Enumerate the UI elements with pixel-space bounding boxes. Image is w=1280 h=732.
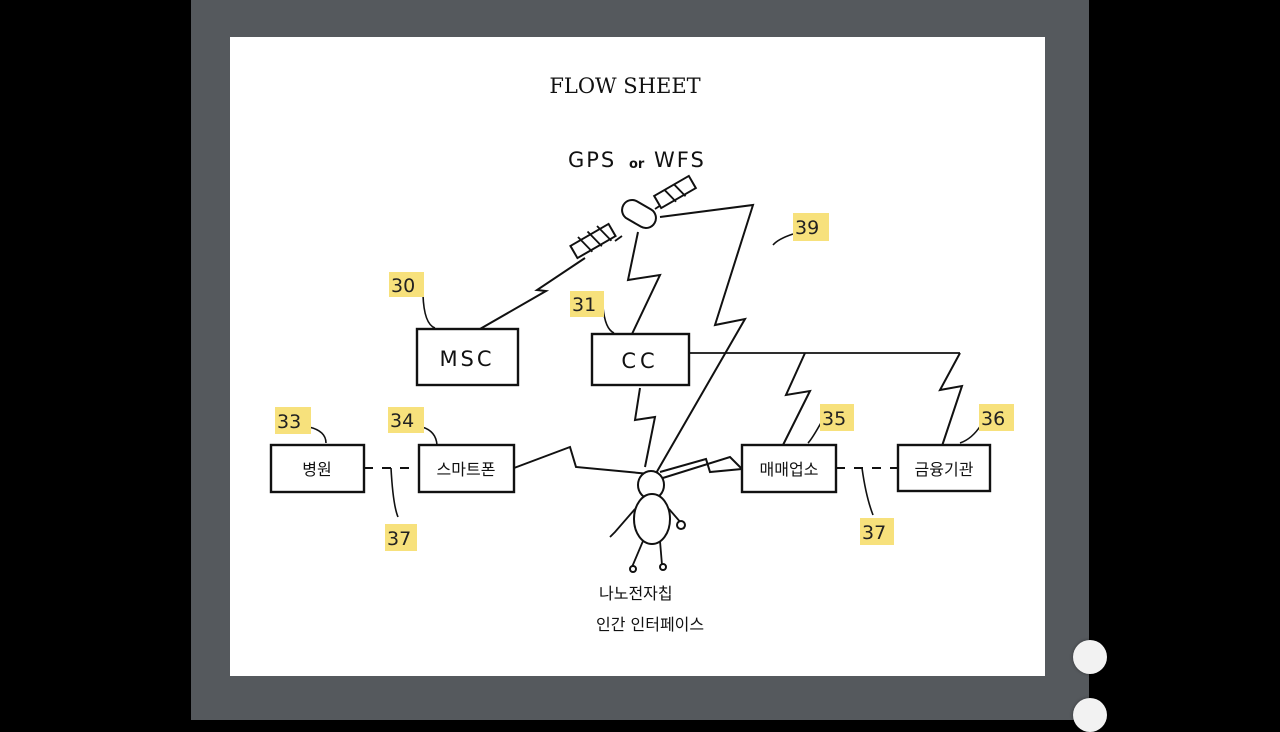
viewer-control-button-lower[interactable] (1073, 698, 1107, 732)
tag-30-leader (422, 294, 436, 329)
tag-31-leader (602, 306, 615, 334)
human-to-store-branch (649, 455, 743, 483)
satellite-label-prefix: GPS (568, 148, 616, 172)
tag-39: 39 (795, 217, 819, 239)
satellite-label-suffix: WFS (654, 148, 706, 172)
tag-35-highlight (820, 404, 854, 431)
store-label: 매매업소 (760, 460, 819, 479)
tag-33-highlight (275, 407, 311, 434)
tag-37a: 37 (387, 528, 411, 550)
satellite-label-conj: or (629, 157, 645, 172)
bank-label: 금융기관 (915, 460, 974, 479)
tag-36-highlight (979, 404, 1014, 431)
cc-to-bank-link (938, 352, 964, 447)
flow-sheet-diagram: FLOW SHEET GPS or WFS MSC (269, 74, 1014, 634)
tag-37a-highlight (385, 524, 417, 551)
satellite-icon (569, 174, 698, 260)
viewer-control-button-upper[interactable] (1073, 640, 1107, 674)
tag-39-leader (772, 233, 794, 246)
tag-36-leader (959, 424, 982, 444)
tag-31-highlight (570, 291, 604, 317)
human-to-store-link (659, 457, 743, 474)
tag-36: 36 (981, 408, 1005, 430)
tag-30-highlight (389, 272, 424, 297)
smartphone-label: 스마트폰 (437, 460, 496, 479)
satellite-to-human-link (654, 203, 755, 476)
cc-box (590, 332, 691, 387)
tag-35: 35 (822, 408, 846, 430)
tag-35-leader (807, 420, 823, 444)
cc-to-human-link (633, 387, 657, 468)
msc-box (415, 327, 520, 387)
tag-34-highlight (388, 407, 424, 433)
tag-33: 33 (277, 411, 301, 433)
human-label-line1: 나노전자칩 (599, 584, 673, 603)
tag-37b-highlight (860, 518, 894, 545)
tag-33-leader (308, 426, 327, 444)
tag-39-highlight (793, 213, 829, 241)
tag-31: 31 (572, 294, 596, 316)
cc-label: CC (621, 349, 658, 373)
msc-label: MSC (439, 347, 494, 371)
tag-34-leader (421, 426, 438, 446)
tag-37a-leader (390, 467, 399, 518)
hospital-label: 병원 (302, 460, 331, 479)
smartphone-to-human-link (513, 445, 651, 475)
satellite-to-msc-link (472, 257, 586, 334)
tag-34: 34 (390, 410, 414, 432)
cc-to-store-link (777, 352, 812, 456)
tag-37b-leader (861, 467, 874, 516)
human-label-line2: 인간 인터페이스 (596, 615, 704, 634)
tag-37b: 37 (862, 522, 886, 544)
document-page: FLOW SHEET GPS or WFS MSC (230, 37, 1045, 676)
page-title: FLOW SHEET (549, 74, 700, 98)
satellite-to-cc-link (626, 231, 662, 335)
tag-30: 30 (391, 275, 415, 297)
human-figure-icon (609, 470, 686, 573)
